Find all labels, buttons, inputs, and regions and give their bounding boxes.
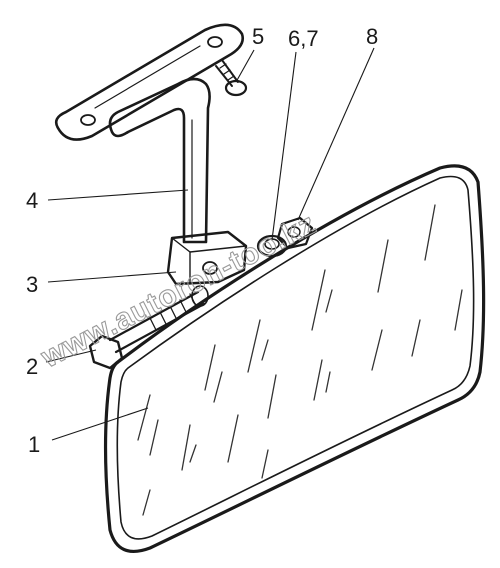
leader-line-67: [271, 51, 297, 241]
callout-label-2: 2: [26, 354, 38, 379]
mounting-screw: [215, 59, 248, 97]
leader-line-3: [47, 271, 177, 283]
leader-line-1: [51, 407, 149, 441]
mirror-stem: [108, 77, 211, 244]
callout-label-1: 1: [28, 432, 40, 457]
leader-line-5: [235, 49, 255, 83]
callout-label-4: 4: [26, 188, 38, 213]
callout-labels: 1 2 3 4 5 6,7 8: [26, 24, 378, 457]
mounting-plate: [54, 23, 244, 141]
callout-label-3: 3: [26, 272, 38, 297]
callout-label-8: 8: [366, 24, 378, 49]
leader-line-4: [47, 189, 189, 201]
stem-clamp: [166, 230, 248, 286]
leader-line-2: [45, 349, 97, 363]
watermark-text: www.autoron-too.kz: [35, 207, 321, 375]
leader-line-8: [297, 47, 375, 221]
leader-lines: [45, 47, 375, 441]
clamp-bolt: [88, 285, 209, 370]
mirror-glass-shading: [137, 204, 463, 516]
callout-label-6-7: 6,7: [288, 26, 319, 51]
callout-label-5: 5: [252, 24, 264, 49]
adjusting-nut: [276, 216, 314, 250]
mirror-frame: [103, 164, 486, 553]
